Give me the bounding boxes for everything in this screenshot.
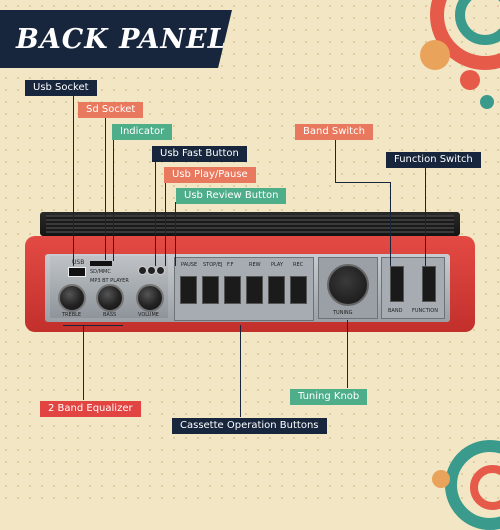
cassette-button-panel: PAUSE STOP/EJ F.F REW PLAY REC (174, 257, 314, 321)
cassette-play-button[interactable] (268, 276, 285, 304)
leader-line-usb-fast (155, 160, 156, 266)
leader-line-band-switch-a (335, 138, 336, 182)
tuning-label: TUNING (333, 310, 353, 316)
callout-two-band-equalizer: 2 Band Equalizer (40, 401, 141, 417)
leader-line-tuning-knob (347, 320, 348, 388)
volume-knob[interactable] (136, 284, 164, 312)
usb-port[interactable] (68, 267, 86, 277)
callout-indicator: Indicator (112, 124, 173, 140)
leader-line-equalizer (83, 325, 84, 400)
callout-function-switch: Function Switch (386, 152, 481, 168)
carry-handle (40, 212, 460, 236)
usb-review-button[interactable] (138, 266, 147, 275)
band-switch[interactable] (390, 266, 404, 302)
callout-band-switch: Band Switch (295, 124, 373, 140)
leader-line-sd-socket (105, 117, 106, 260)
page-title-banner: BACK PANEL (0, 10, 232, 68)
callout-tuning-knob: Tuning Knob (290, 389, 368, 405)
leader-line-usb-play-pause (165, 181, 166, 266)
cassette-record-button[interactable] (290, 276, 307, 304)
leader-line-band-switch-c (390, 182, 391, 266)
usb-fast-button[interactable] (156, 266, 165, 275)
cassette-key-label: PAUSE (181, 262, 198, 268)
cassette-key-label: F.F (227, 262, 234, 268)
bass-knob[interactable] (96, 284, 124, 312)
leader-line-equalizer-bar (63, 325, 123, 326)
cassette-pause-button[interactable] (180, 276, 197, 304)
callout-usb-socket: Usb Socket (25, 80, 97, 96)
left-control-panel: USB SD/MMC MP3 BT PLAYER TREBLE BASS VOL… (50, 256, 168, 318)
treble-knob[interactable] (58, 284, 86, 312)
usb-port-label: USB (72, 259, 85, 266)
callout-cassette-operation-buttons: Cassette Operation Buttons (172, 418, 327, 434)
cassette-key-label: STOP/EJ (203, 262, 223, 268)
leader-line-band-switch-b (335, 182, 390, 183)
cassette-key-label: REW (249, 262, 261, 268)
callout-usb-review-button: Usb Review Button (176, 188, 287, 204)
tuning-panel: TUNING (318, 257, 378, 319)
cassette-rewind-button[interactable] (246, 276, 263, 304)
usb-play-pause-button[interactable] (147, 266, 156, 275)
volume-label: VOLUME (138, 312, 159, 318)
cassette-stop-eject-button[interactable] (202, 276, 219, 304)
cassette-key-label: PLAY (271, 262, 284, 268)
callout-usb-play-pause: Usb Play/Pause (164, 167, 256, 183)
leader-line-indicator (113, 139, 114, 261)
callout-sd-socket: Sd Socket (78, 102, 144, 118)
cassette-key-label: REC (293, 262, 304, 268)
band-label: BAND (388, 308, 403, 314)
function-label: FUNCTION (412, 308, 438, 314)
leader-line-cassette (240, 325, 241, 417)
switch-panel: BAND FUNCTION (381, 257, 445, 319)
sd-slot-label: SD/MMC (90, 269, 111, 275)
page-title: BACK PANEL (16, 23, 228, 55)
cassette-fast-forward-button[interactable] (224, 276, 241, 304)
treble-label: TREBLE (62, 312, 82, 318)
function-switch[interactable] (422, 266, 436, 302)
leader-line-function-switch (425, 168, 426, 266)
player-label: MP3 BT PLAYER (90, 278, 129, 284)
sd-slot[interactable] (90, 261, 112, 266)
tuning-knob[interactable] (327, 264, 369, 306)
bass-label: BASS (103, 312, 117, 318)
leader-line-usb-socket (73, 96, 74, 266)
callout-usb-fast-button: Usb Fast Button (152, 146, 247, 162)
leader-line-usb-review (175, 202, 176, 266)
